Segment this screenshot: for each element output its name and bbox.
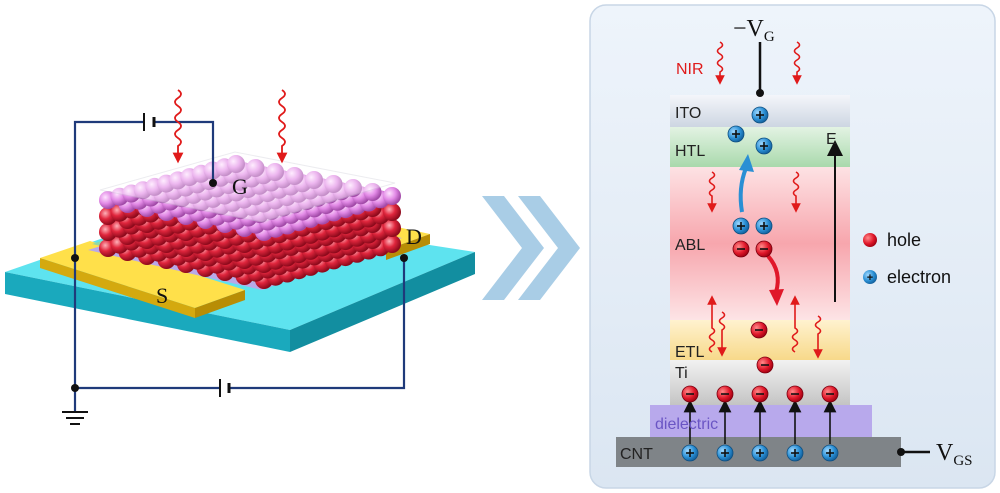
gate-contact-dot [209, 179, 217, 187]
band-diagram-panel: hole + electron ITO HTL ABL ETL Ti diele… [589, 4, 996, 489]
ground-node-dot [71, 384, 79, 392]
electron-transport-arrow [738, 167, 748, 213]
nir-wave-icons-top [715, 41, 802, 85]
lattice-sphere [344, 179, 362, 197]
abl-label: ABL [675, 237, 705, 254]
carriers [681, 106, 839, 462]
dielectric-label: dielectric [655, 416, 718, 433]
drain-contact-dot [400, 254, 408, 262]
dielectric-field-arrows [683, 399, 837, 444]
svg-text:+: + [867, 272, 873, 284]
gate-label: G [232, 174, 248, 199]
lattice-sphere [285, 167, 304, 185]
legend-hole-icon [863, 233, 877, 247]
lattice-sphere [227, 155, 245, 173]
legend-hole-label: hole [887, 230, 921, 250]
ti-label: Ti [675, 365, 688, 382]
field-label: E [826, 131, 837, 148]
ground-icon [62, 411, 88, 425]
legend-electron-icon [863, 270, 877, 284]
gs-node-dot [897, 448, 905, 456]
lattice-sphere [383, 187, 401, 205]
lattice-sphere [383, 235, 401, 253]
lattice-sphere [383, 203, 401, 221]
source-contact-dot [71, 254, 79, 262]
lattice-sphere [363, 183, 382, 201]
gate-battery-icon [143, 113, 156, 131]
lattice-sphere [383, 219, 401, 237]
lattice-sphere [305, 171, 323, 189]
device-illustration: G S D [5, 89, 475, 425]
nir-wave-icons-abl [707, 171, 801, 213]
nir-label: NIR [676, 61, 704, 78]
legend-electron-label: electron [887, 267, 951, 287]
perovskite-spheres [99, 155, 401, 289]
htl-label: HTL [675, 143, 705, 160]
nir-wave-icons-reflected [707, 295, 823, 359]
drain-label: D [406, 224, 422, 249]
cnt-label: CNT [620, 446, 653, 463]
drain-battery-icon [219, 379, 231, 397]
gate-node-dot [756, 89, 764, 97]
gs-voltage-label: VGS [936, 440, 973, 469]
legend: hole + electron [863, 230, 951, 287]
lattice-sphere [266, 163, 284, 181]
top-electrode-glass [99, 151, 396, 223]
source-electrode [40, 241, 245, 318]
gate-voltage-label: −VG [733, 16, 775, 45]
process-arrow-icon [482, 196, 580, 300]
lattice-sphere [246, 159, 265, 177]
lattice-sphere [324, 175, 343, 193]
source-label: S [156, 283, 168, 308]
hole-transport-arrow [766, 254, 780, 293]
nir-wave-icons-device [172, 89, 288, 164]
ito-label: ITO [675, 105, 701, 122]
etl-label: ETL [675, 344, 704, 361]
